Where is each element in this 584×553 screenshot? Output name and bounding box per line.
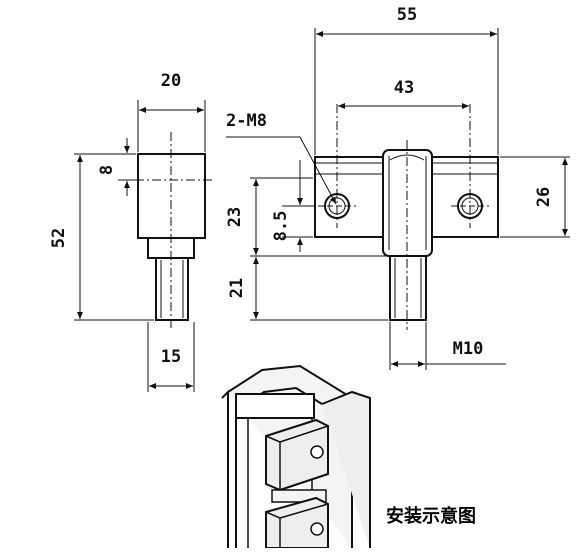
side-width-label: 20 [161, 71, 181, 91]
overall-width-label: 55 [397, 5, 417, 25]
hole-spacing-label: 43 [394, 78, 414, 98]
install-caption: 安装示意图 [386, 505, 476, 527]
front-view [226, 28, 570, 370]
thread-label: M10 [453, 339, 484, 359]
side-view [74, 100, 215, 392]
side-stud-label: 15 [161, 347, 181, 367]
block-height-label: 23 [225, 207, 245, 227]
installation-illustration [221, 364, 371, 549]
side-offset-label: 8 [97, 165, 117, 175]
side-height-label: 52 [49, 228, 69, 248]
hole-offset-label: 8.5 [271, 211, 291, 242]
body-height-label: 26 [534, 187, 554, 207]
stud-length-label: 21 [227, 278, 247, 298]
hole-callout-label: 2-M8 [226, 111, 267, 131]
